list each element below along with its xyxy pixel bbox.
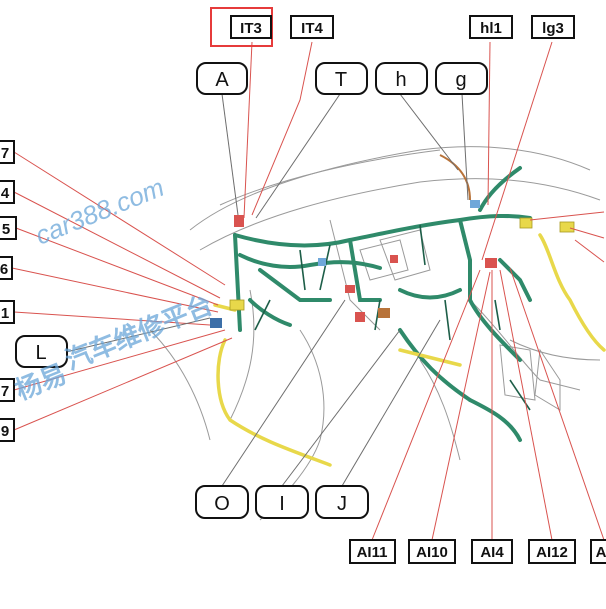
connector-IT3-label: IT3 (240, 20, 262, 37)
connector-AI11[interactable]: AI11 (349, 539, 396, 564)
callout-h-label: h (395, 69, 406, 91)
connector-AI4[interactable]: AI4 (471, 539, 513, 564)
connector-left-7a-label: 7 (1, 145, 9, 162)
connector-lg3-label: lg3 (542, 20, 564, 37)
callout-L[interactable]: L (15, 335, 68, 368)
connector-left-9[interactable]: 9 (0, 418, 15, 442)
main-harness (233, 166, 532, 442)
wire-h (439, 154, 471, 201)
callout-T-label: T (335, 69, 347, 91)
connector-AI4-label: AI4 (480, 544, 504, 561)
connector-left-7b[interactable]: 7 (0, 378, 15, 402)
connector-hl1[interactable]: hl1 (469, 15, 513, 39)
connector-left-9-label: 9 (1, 423, 9, 440)
connector-lg3[interactable]: lg3 (531, 15, 575, 39)
connector-AI10[interactable]: AI10 (408, 539, 456, 564)
callout-L-label: L (35, 342, 46, 364)
callout-h[interactable]: h (375, 62, 428, 95)
callout-O[interactable]: O (195, 485, 249, 519)
callout-g-label: g (455, 69, 466, 91)
connector-left-6[interactable]: 6 (0, 256, 13, 280)
connector-left-6-label: 6 (0, 261, 8, 278)
callout-I-label: I (279, 493, 285, 515)
connector-IT3[interactable]: IT3 (230, 15, 272, 39)
connector-AI11-label: AI11 (357, 544, 388, 561)
callout-J-label: J (337, 493, 347, 515)
connector-left-1-label: 1 (1, 305, 9, 322)
connector-left-7a[interactable]: 7 (0, 140, 15, 164)
connector-left-5[interactable]: 5 (0, 216, 17, 240)
connector-left-4-label: 4 (1, 185, 10, 202)
connector-IT4[interactable]: IT4 (290, 15, 334, 39)
connector-right-cut-A-label: A (596, 544, 606, 561)
connector-AI12[interactable]: AI12 (528, 539, 576, 564)
connector-AI10-label: AI10 (416, 544, 448, 561)
callout-A-label: A (215, 69, 229, 91)
callout-T[interactable]: T (315, 62, 368, 95)
callout-O-label: O (214, 493, 230, 515)
callout-g[interactable]: g (435, 62, 488, 95)
harness-branches (254, 224, 531, 411)
leader-lines-red (11, 41, 605, 541)
yellow-harness (213, 233, 606, 467)
connector-blocks (210, 200, 575, 328)
watermark-cn: 汽车维修平台 (61, 289, 217, 375)
callout-I[interactable]: I (255, 485, 309, 519)
callout-A[interactable]: A (196, 62, 248, 95)
connector-hl1-label: hl1 (480, 20, 502, 37)
callout-J[interactable]: J (315, 485, 369, 519)
connector-left-7b-label: 7 (1, 383, 9, 400)
connector-AI12-label: AI12 (536, 544, 568, 561)
connector-left-1[interactable]: 1 (0, 300, 15, 324)
connector-left-5-label: 5 (2, 221, 10, 238)
leader-lines-gray (65, 93, 469, 487)
connector-IT4-label: IT4 (301, 20, 323, 37)
connector-left-4[interactable]: 4 (0, 180, 15, 204)
connector-right-cut-A[interactable]: A (590, 539, 606, 564)
vehicle-outline (149, 146, 601, 521)
